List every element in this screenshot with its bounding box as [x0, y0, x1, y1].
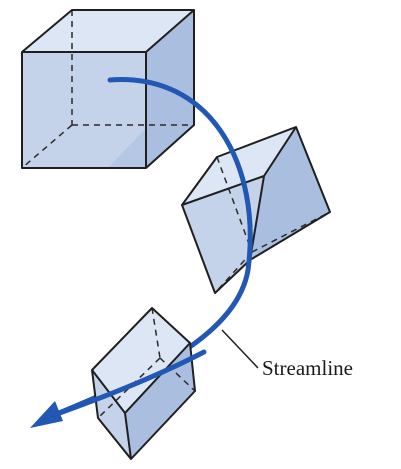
cube-inner-edge — [124, 412, 132, 460]
cube-side-face — [250, 127, 330, 260]
cube-outline — [91, 307, 196, 460]
fluid-element-rotated — [181, 126, 331, 294]
arrowhead-icon — [30, 401, 63, 428]
cube-top-face — [22, 10, 194, 52]
hidden-edge — [251, 211, 331, 253]
hidden-edge — [97, 357, 161, 419]
fluid-element-deformed — [91, 307, 196, 460]
cube-outline — [181, 126, 331, 294]
cube-front-face — [92, 370, 131, 459]
hidden-edge — [159, 357, 196, 392]
cube-shadow-face — [108, 128, 146, 168]
cube-outline — [21, 9, 195, 169]
streamline-label: Streamline — [262, 356, 353, 380]
cube-front-face — [182, 176, 264, 293]
cube-side-face — [125, 343, 195, 459]
hidden-edge — [216, 156, 253, 253]
hidden-edge — [151, 307, 161, 359]
cube-top-face — [92, 308, 190, 413]
label-leader-line — [221, 329, 259, 369]
streamline-curve-front — [51, 349, 207, 418]
